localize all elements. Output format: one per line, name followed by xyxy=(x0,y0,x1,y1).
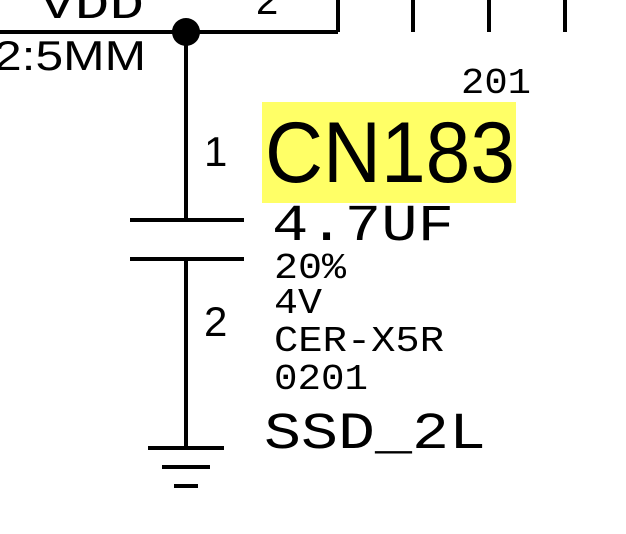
capacitance-value: 4.7UF xyxy=(272,197,454,256)
dielectric-type: CER-X5R xyxy=(274,321,444,362)
voltage-rating: 4V xyxy=(274,283,322,324)
designator-highlight xyxy=(262,102,516,203)
tolerance-value: 20% xyxy=(274,248,346,289)
footprint-name: SSD_2L xyxy=(264,405,486,464)
component-designator: CN183 xyxy=(265,105,515,201)
pin-2-label: 2 xyxy=(204,298,227,345)
net-name-label: VDD xyxy=(40,0,144,32)
sheet-reference: 201 xyxy=(461,63,531,104)
net-pin-number: 2 xyxy=(256,0,278,23)
pin-1-label: 1 xyxy=(204,128,227,175)
package-size: 0201 xyxy=(274,359,368,400)
trace-width-label: 2:5MM xyxy=(0,32,146,79)
ground-icon xyxy=(148,446,224,488)
